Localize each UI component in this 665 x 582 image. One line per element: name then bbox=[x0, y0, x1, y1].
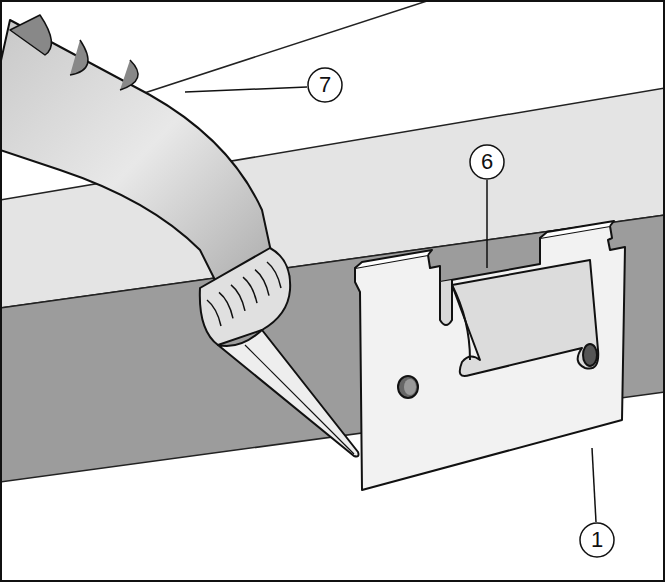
knurl-stroke bbox=[255, 270, 269, 296]
knurl-stroke bbox=[267, 262, 281, 288]
sealant-tube bbox=[0, 15, 359, 457]
callout-number: 1 bbox=[591, 529, 603, 551]
callouts bbox=[185, 68, 614, 557]
clip bbox=[355, 221, 625, 490]
callout-number: 6 bbox=[481, 151, 493, 173]
knurl-stroke bbox=[207, 300, 221, 326]
knurl-stroke bbox=[243, 277, 257, 303]
knurl-stroke bbox=[231, 285, 245, 311]
knurl-stroke bbox=[219, 292, 233, 318]
callout-number: 7 bbox=[319, 74, 331, 96]
